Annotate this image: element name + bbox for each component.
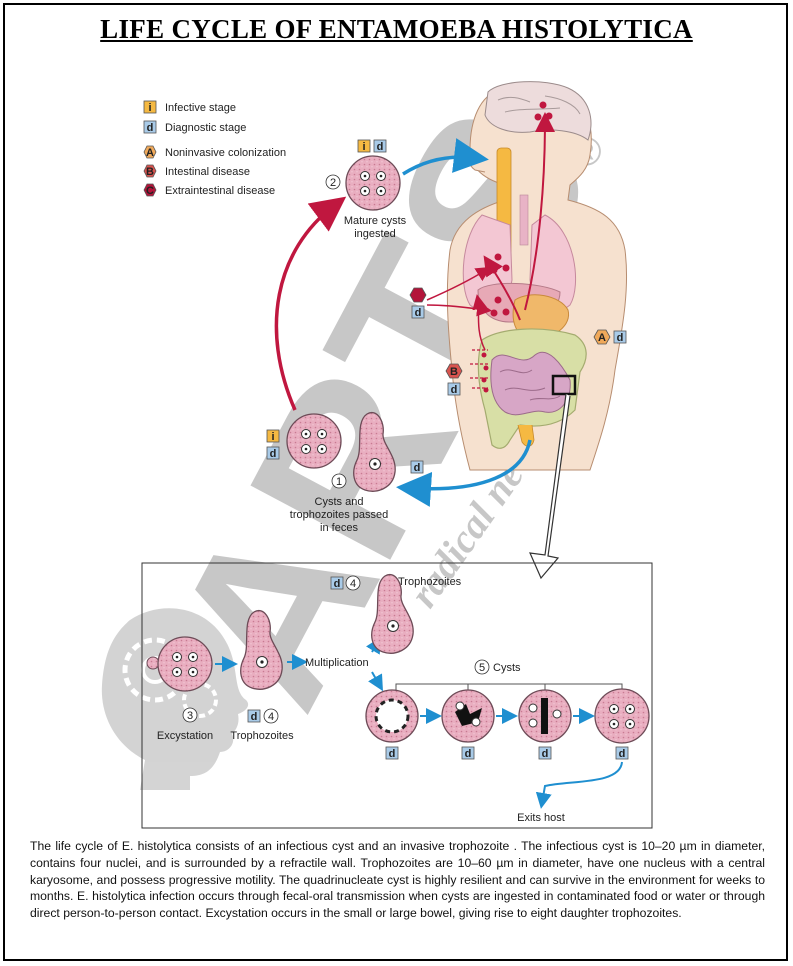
- stage-4-trophozoites-inset: d 4 Trophozoites: [230, 609, 294, 742]
- marker-noninvasive: A d: [593, 329, 627, 345]
- stage2-infective-badge: i: [362, 141, 365, 153]
- stage4a-number: 4: [268, 711, 274, 723]
- stage4a-label: Trophozoites: [230, 730, 294, 742]
- extraintestinal-label: Extraintestinal disease: [165, 185, 275, 197]
- magnify-callout-arrow: [529, 393, 571, 580]
- stage2-diagnostic-badge: d: [377, 141, 384, 153]
- cyst-binucleate: [441, 689, 495, 743]
- noninvasive-label: Noninvasive colonization: [165, 147, 286, 159]
- diagnostic-label: Diagnostic stage: [165, 122, 246, 134]
- stage1-troph-diagnostic-badge: d: [414, 462, 421, 474]
- diagnostic-badge: d: [147, 122, 154, 134]
- inset-box: [141, 562, 653, 829]
- intestinal-diagnostic-badge: d: [451, 384, 458, 396]
- legend: i Infective stage d Diagnostic stage A N…: [143, 100, 286, 197]
- stage3-number: 3: [187, 710, 193, 722]
- cyst1-diagnostic-badge: d: [389, 748, 396, 760]
- description-text: The life cycle of E. histolytica consist…: [30, 839, 765, 921]
- stage4b-number: 4: [350, 578, 356, 590]
- legend-intestinal: B Intestinal disease: [143, 164, 250, 178]
- arrow-ingestion: [274, 196, 347, 411]
- marker-intestinal: B d: [445, 363, 463, 396]
- stage1-infective-badge: i: [271, 431, 274, 443]
- stage1-label-3: in feces: [320, 522, 358, 534]
- noninvasive-diagnostic-badge: d: [617, 332, 624, 344]
- stage-5-cysts: 5 Cysts d d d d: [365, 659, 650, 760]
- stage5-number: 5: [479, 662, 485, 674]
- stage5-label: Cysts: [493, 662, 521, 674]
- intestinal-badge: B: [146, 166, 154, 178]
- cyst2-diagnostic-badge: d: [465, 748, 472, 760]
- legend-infective: i Infective stage: [143, 100, 236, 114]
- magnify-box: [551, 374, 577, 396]
- stage1-number: 1: [336, 476, 342, 488]
- infective-label: Infective stage: [165, 102, 236, 114]
- marker-extraintestinal: d: [409, 266, 492, 319]
- arrow-exits-host: [535, 761, 623, 809]
- stage4b-diagnostic-badge: d: [334, 578, 341, 590]
- legend-diagnostic: d Diagnostic stage: [143, 120, 246, 134]
- stage2-label-1: Mature cysts: [344, 215, 407, 227]
- cyst-tetranucleate-early: [518, 689, 572, 743]
- cyst-precyst: [365, 689, 419, 743]
- exits-host-label: Exits host: [517, 812, 565, 824]
- multiplication-label: Multiplication: [305, 657, 369, 669]
- noninvasive-badge: A: [146, 147, 154, 159]
- stage4b-label: Trophozoites: [398, 576, 462, 588]
- page-frame: [3, 3, 788, 961]
- stage2-number: 2: [330, 177, 336, 189]
- intestinal-body-badge: B: [450, 366, 458, 378]
- infective-badge: i: [148, 102, 151, 114]
- arrow-to-mouth: [402, 138, 489, 176]
- extraintestinal-diagnostic-badge: d: [415, 307, 422, 319]
- stage1-diagnostic-badge: d: [270, 448, 277, 460]
- cyst3-diagnostic-badge: d: [542, 748, 549, 760]
- arrow-passed-in-feces: [396, 439, 532, 507]
- stage-4-trophozoites-top: d 4 Trophozoites: [330, 573, 462, 654]
- intestinal-label: Intestinal disease: [165, 166, 250, 178]
- stage-3-excystation: 3 Excystation: [146, 636, 213, 742]
- cyst4-diagnostic-badge: d: [619, 748, 626, 760]
- legend-noninvasive: A Noninvasive colonization: [143, 145, 286, 159]
- stage1-label-1: Cysts and: [315, 496, 364, 508]
- stage2-label-2: ingested: [354, 228, 396, 240]
- human-body: [446, 81, 628, 471]
- stage-2-mature-cysts: i d 2 Mature cysts ingested: [325, 139, 407, 240]
- extraintestinal-badge: C: [146, 185, 154, 197]
- legend-extraintestinal: C Extraintestinal disease: [143, 183, 275, 197]
- stage1-label-2: trophozoites passed: [290, 509, 388, 521]
- page-title: LIFE CYCLE OF ENTAMOEBA HISTOLYTICA: [100, 14, 693, 44]
- stage4a-diagnostic-badge: d: [251, 711, 258, 723]
- stage-1-cysts-trophozoites: i d d 1 Cysts and trophozoites passed in…: [266, 411, 424, 534]
- noninvasive-body-badge: A: [598, 332, 606, 344]
- arrow-down-cysts: [368, 671, 383, 692]
- stage3-label: Excystation: [157, 730, 213, 742]
